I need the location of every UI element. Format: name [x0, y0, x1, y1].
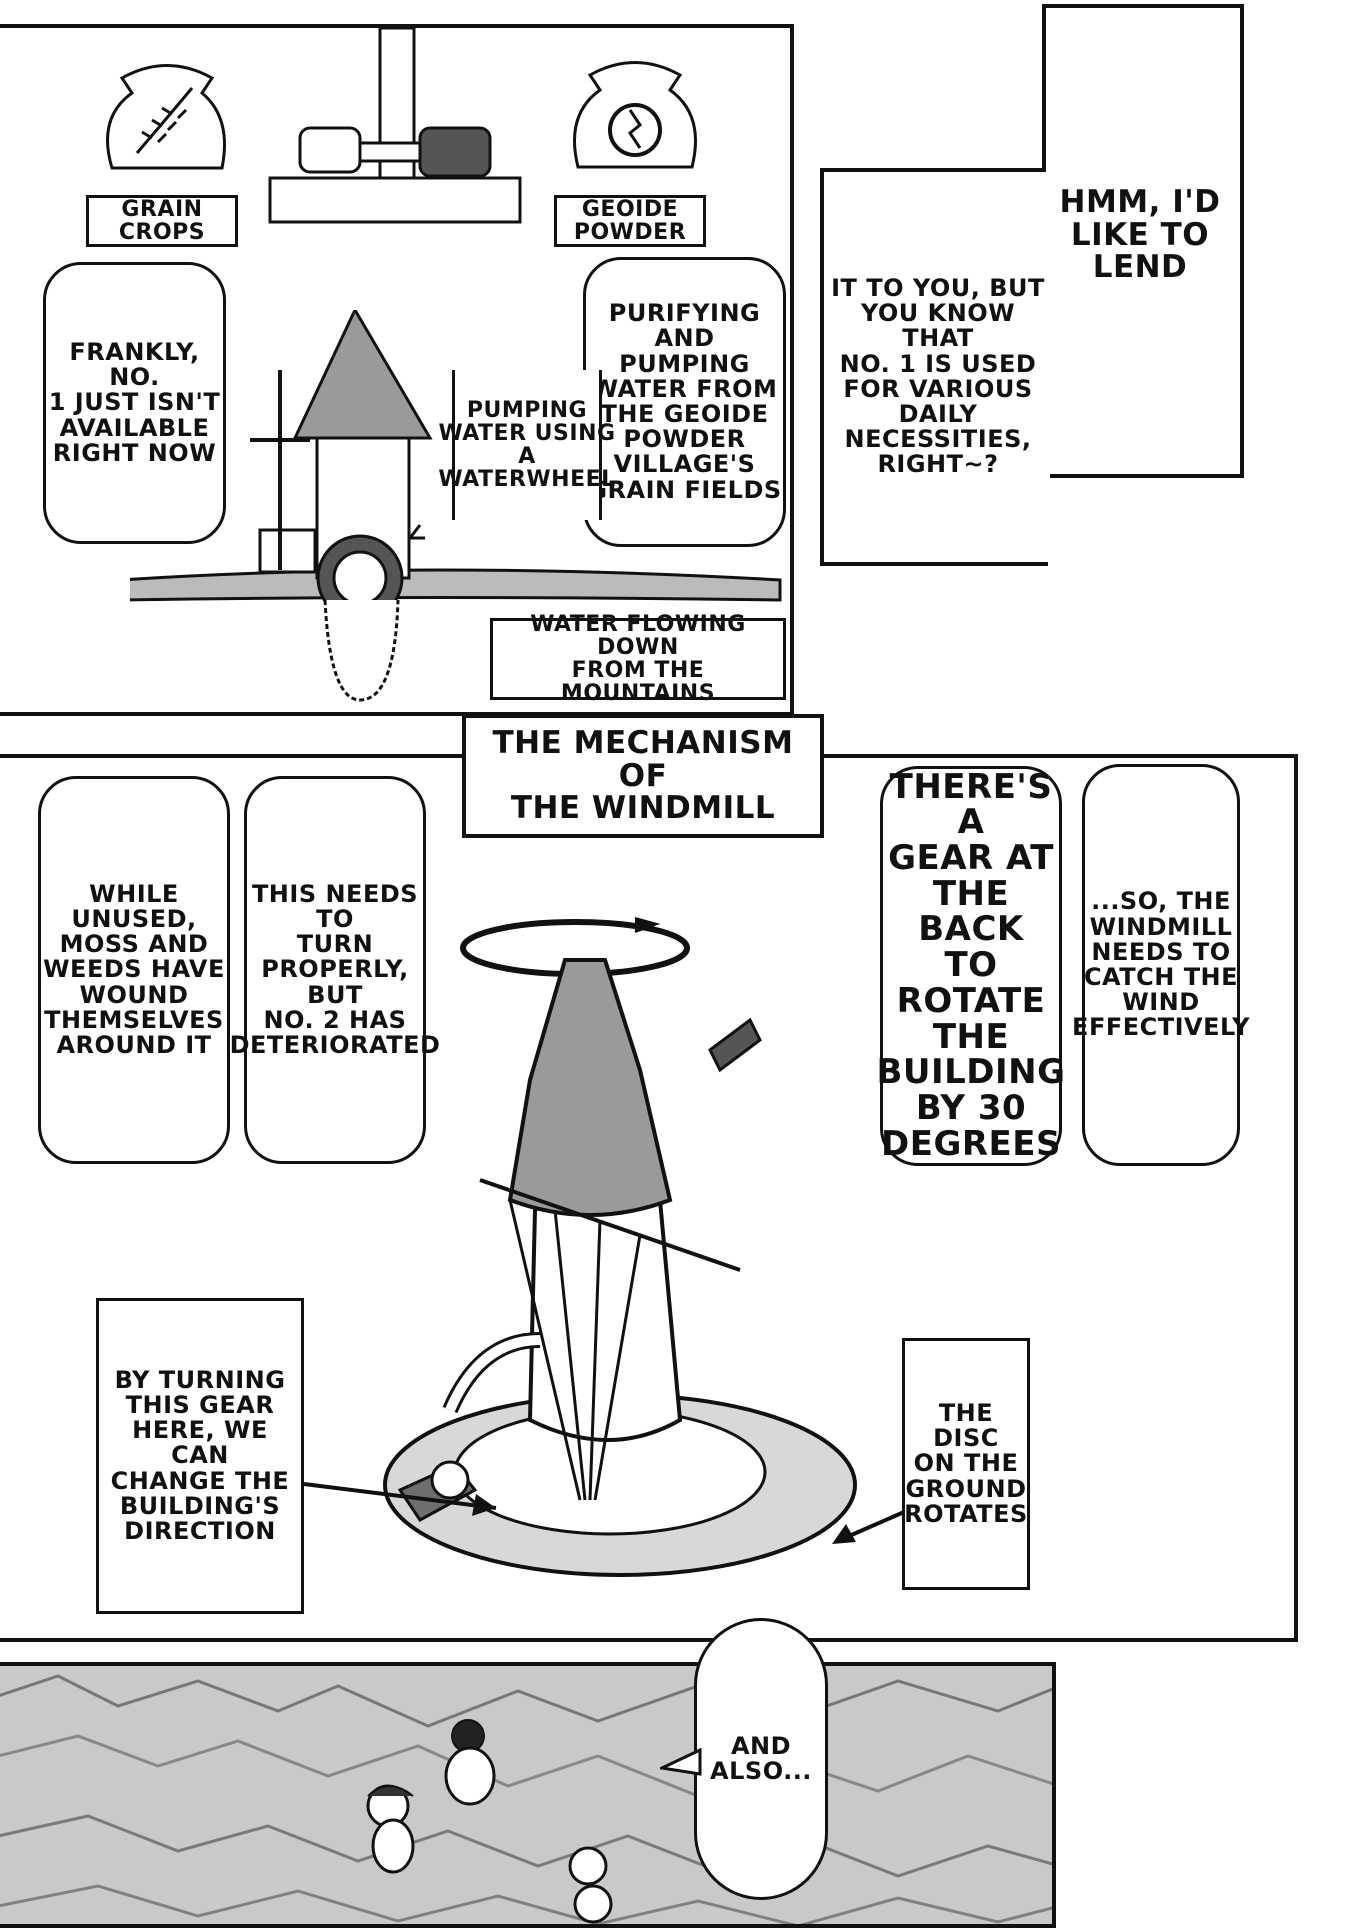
waterwheel-tower-illustration — [130, 310, 782, 702]
hmm-lend-text: HMM, I'D LIKE TO LEND — [1059, 184, 1221, 286]
water-flowing-note: WATER FLOWING DOWN FROM THE MOUNTAINS — [490, 613, 786, 705]
pumping-note: PUMPING WATER USING A WATERWHEEL — [438, 370, 615, 520]
turning-gear-note: BY TURNING THIS GEAR HERE, WE CAN CHANGE… — [96, 1298, 304, 1614]
grass-texture — [0, 1666, 1052, 1924]
geoide-sack-icon — [573, 61, 697, 169]
gear-speech-bubble: THERE'S A GEAR AT THE BACK TO ROTATE THE… — [876, 766, 1065, 1166]
disc-pointer-arrow — [832, 1510, 905, 1544]
geoide-powder-label: GEOIDE POWDER — [554, 195, 706, 247]
and-also-speech-bubble: AND ALSO... — [694, 1618, 828, 1900]
speech-bubble-tail — [660, 1748, 702, 1776]
turn-speech-bubble: THIS NEEDS TO TURN PROPERLY, BUT NO. 2 H… — [230, 776, 440, 1164]
moss-speech-bubble: WHILE UNUSED, MOSS AND WEEDS HAVE WOUND … — [38, 776, 230, 1164]
gear-pointer-arrow — [303, 1482, 497, 1516]
panel-grass-field — [0, 1662, 1056, 1928]
disc-rotates-note: THE DISC ON THE GROUND ROTATES — [902, 1338, 1030, 1590]
lend-daily-necessities-text: IT TO YOU, BUT YOU KNOW THAT NO. 1 IS US… — [831, 274, 1045, 479]
mechanism-title: THE MECHANISM OF THE WINDMILL — [462, 714, 824, 838]
wind-speech-bubble: ...SO, THE WINDMILL NEEDS TO CATCH THE W… — [1072, 764, 1249, 1166]
grain-crops-label: GRAIN CROPS — [86, 195, 238, 247]
windmill-illustration — [383, 917, 857, 1577]
characters-illustration — [366, 1719, 613, 1924]
water-tank-illustration — [268, 28, 522, 224]
grain-sack-icon — [106, 64, 226, 170]
frankly-speech-bubble: FRANKLY, NO. 1 JUST ISN'T AVAILABLE RIGH… — [43, 262, 226, 544]
purifying-speech-bubble: PURIFYING AND PUMPING WATER FROM THE GEO… — [583, 257, 786, 547]
